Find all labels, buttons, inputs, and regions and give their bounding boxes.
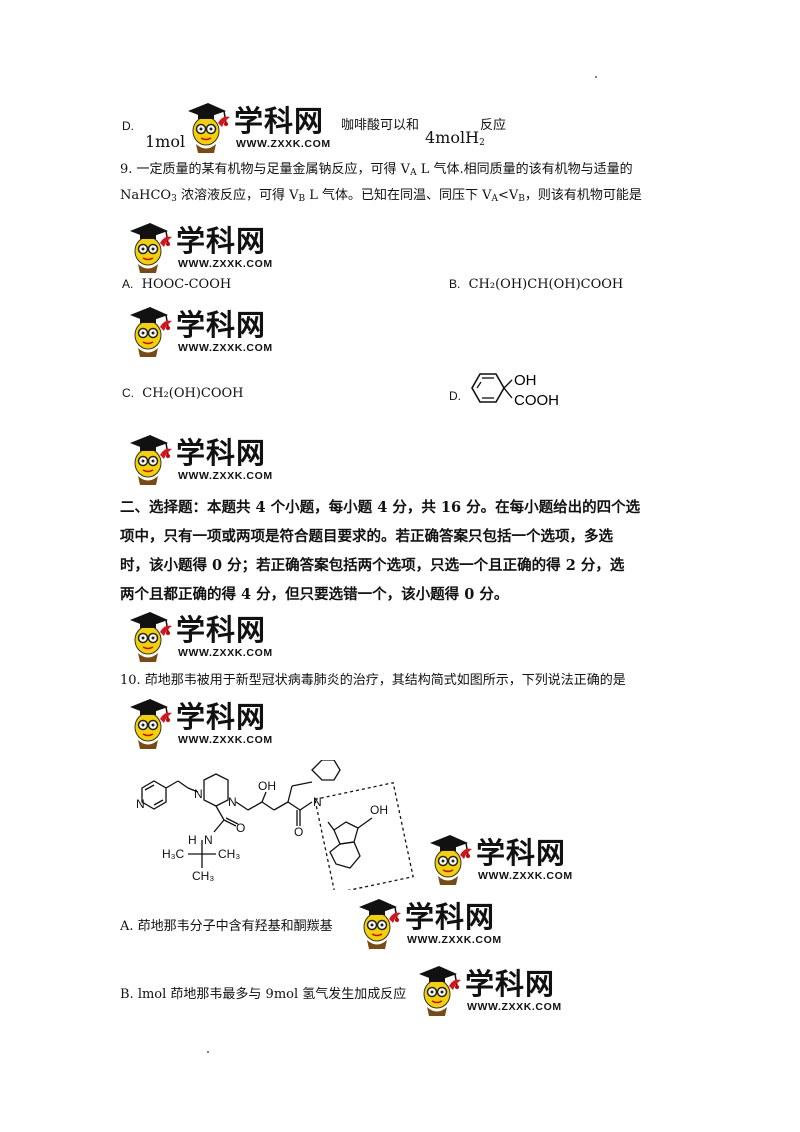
- pyridine-n-label: N: [136, 797, 145, 811]
- cooh-label: COOH: [514, 392, 559, 409]
- svg-text:WWW.ZXXK.COM: WWW.ZXXK.COM: [178, 470, 273, 482]
- svg-text:WWW.ZXXK.COM: WWW.ZXXK.COM: [178, 342, 273, 354]
- svg-text:学科网: 学科网: [176, 613, 266, 647]
- zxxk-logo-graphic: 学科网 WWW.ZXXK.COM: [130, 307, 273, 357]
- option-c: C. CH₂(OH)COOH: [122, 386, 244, 401]
- section-2-line1: 二、选择题：本题共 4 个小题，每小题 4 分，共 16 分。在每小题给出的四个…: [120, 499, 641, 516]
- svg-text:WWW.ZXXK.COM: WWW.ZXXK.COM: [178, 734, 273, 746]
- svg-text:WWW.ZXXK.COM: WWW.ZXXK.COM: [236, 138, 331, 150]
- section-2-line2: 项中，只有一项或两项是符合题目要求的。若正确答案只包括一个选项，多选: [120, 528, 613, 545]
- section-2-line4: 两个且都正确的得 4 分，但只要选错一个，该小题得 0 分。: [120, 586, 509, 603]
- zxxk-watermark-logo: 学科网 WWW.ZXXK.COM: [124, 217, 274, 277]
- methyl-label-b: CH₃: [218, 847, 240, 861]
- zxxk-watermark-logo: 学科网 WWW.ZXXK.COM: [353, 893, 503, 953]
- zxxk-logo-graphic: 学科网 WWW.ZXXK.COM: [359, 899, 502, 949]
- svg-text:学科网: 学科网: [176, 436, 266, 470]
- zxxk-watermark-logo: 学科网 WWW.ZXXK.COM: [182, 97, 332, 157]
- svg-text:学科网: 学科网: [476, 836, 566, 870]
- zxxk-watermark-logo: 学科网 WWW.ZXXK.COM: [424, 829, 574, 889]
- svg-text:WWW.ZXXK.COM: WWW.ZXXK.COM: [178, 258, 273, 270]
- carbonyl-o-label-2: O: [236, 821, 245, 835]
- svg-text:WWW.ZXXK.COM: WWW.ZXXK.COM: [178, 647, 273, 659]
- svg-text:学科网: 学科网: [405, 900, 495, 934]
- option-b: B. CH₂(OH)CH(OH)COOH: [449, 277, 624, 292]
- zxxk-logo-graphic: 学科网 WWW.ZXXK.COM: [130, 435, 273, 485]
- svg-text:学科网: 学科网: [465, 967, 555, 1001]
- option-d-text: 咖啡酸可以和: [341, 118, 420, 133]
- zxxk-watermark-logo: 学科网 WWW.ZXXK.COM: [124, 301, 274, 361]
- methyl-label-a: H₃C: [162, 847, 185, 861]
- zxxk-logo-graphic: 学科网 WWW.ZXXK.COM: [130, 612, 273, 662]
- piperazine-n1-label: N: [194, 787, 203, 801]
- indinavir-structure: N N N OH O N OH O H N H₃C CH₃ CH₃: [136, 760, 414, 890]
- oh-label: OH: [514, 372, 537, 389]
- zxxk-logo-graphic: 学科网 WWW.ZXXK.COM: [430, 835, 573, 885]
- question-9-stem-line1: 9. 一定质量的某有机物与足量金属钠反应，可得 VA L 气体.相同质量的该有机…: [120, 162, 633, 178]
- amount-1mol: 1mol: [145, 132, 186, 151]
- svg-text:WWW.ZXXK.COM: WWW.ZXXK.COM: [407, 934, 502, 946]
- amide-h-label: H: [188, 833, 197, 847]
- zxxk-logo-graphic: 学科网 WWW.ZXXK.COM: [188, 103, 331, 153]
- methyl-label-c: CH₃: [192, 869, 214, 883]
- q10-option-b: B. lmol 茚地那韦最多与 9mol 氢气发生加成反应: [120, 987, 407, 1002]
- amide-n-label: N: [313, 795, 322, 809]
- amount-4molh2: 4molH2: [425, 128, 485, 148]
- svg-text:WWW.ZXXK.COM: WWW.ZXXK.COM: [467, 1001, 562, 1013]
- zxxk-logo-graphic: 学科网 WWW.ZXXK.COM: [130, 699, 273, 749]
- option-d-end: 反应: [480, 118, 507, 133]
- piperazine-n2-label: N: [228, 795, 237, 809]
- option-d-letter: D.: [122, 119, 134, 133]
- option-d: D.: [449, 389, 461, 403]
- question-10-stem: 10. 茚地那韦被用于新型冠状病毒肺炎的治疗，其结构简式如图所示，下列说法正确的…: [120, 673, 626, 688]
- section-2-line3: 时，该小题得 0 分；若正确答案包括两个选项，只选一个且正确的得 2 分，选: [120, 557, 625, 574]
- svg-text:学科网: 学科网: [176, 700, 266, 734]
- zxxk-logo-graphic: 学科网 WWW.ZXXK.COM: [130, 223, 273, 273]
- hydroxyl-label-1: OH: [258, 779, 276, 793]
- zxxk-logo-graphic: 学科网 WWW.ZXXK.COM: [419, 966, 562, 1016]
- scan-dot: [207, 1051, 209, 1053]
- svg-text:WWW.ZXXK.COM: WWW.ZXXK.COM: [478, 870, 573, 882]
- option-a: A. HOOC-COOH: [122, 277, 232, 292]
- svg-text:学科网: 学科网: [176, 224, 266, 258]
- hydroxyl-label-2: OH: [370, 803, 388, 817]
- scan-dot: [595, 76, 597, 78]
- zxxk-watermark-logo: 学科网 WWW.ZXXK.COM: [124, 693, 274, 753]
- carbonyl-o-label-1: O: [294, 825, 303, 839]
- svg-text:学科网: 学科网: [234, 104, 324, 138]
- zxxk-watermark-logo: 学科网 WWW.ZXXK.COM: [124, 429, 274, 489]
- q10-option-a: A. 茚地那韦分子中含有羟基和酮羰基: [120, 919, 333, 934]
- question-9-stem-line2: NaHCO3 浓溶液反应，可得 VB L 气体。已知在同温、同压下 VA<VB，…: [120, 188, 642, 204]
- zxxk-watermark-logo: 学科网 WWW.ZXXK.COM: [124, 606, 274, 666]
- amide-n2-label: N: [204, 833, 213, 847]
- salicylic-acid-structure: OH COOH: [471, 372, 559, 409]
- zxxk-watermark-logo: 学科网 WWW.ZXXK.COM: [413, 960, 563, 1020]
- svg-text:学科网: 学科网: [176, 308, 266, 342]
